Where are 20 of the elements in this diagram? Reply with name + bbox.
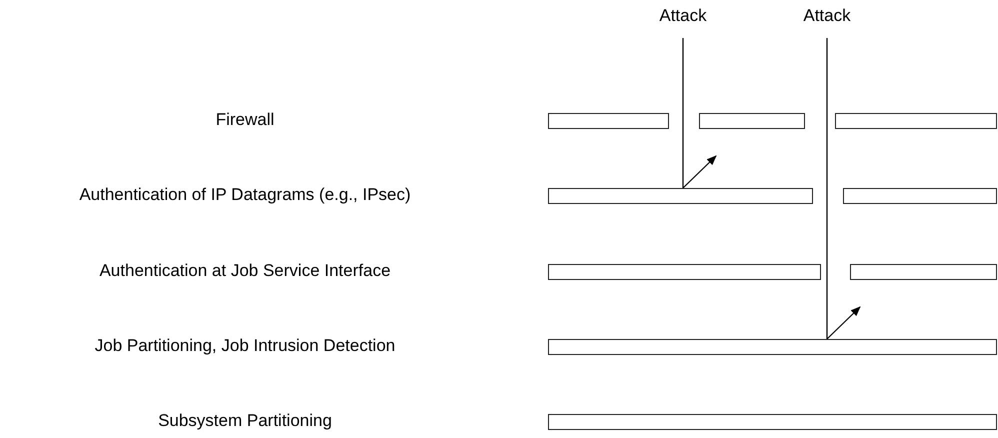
attack-label: Attack <box>803 6 851 26</box>
defense-layer-bar <box>548 264 821 280</box>
attack-path-line <box>826 38 828 339</box>
defense-layer-bar <box>548 188 813 204</box>
defense-layer-bar <box>850 264 997 280</box>
defense-layer-bar <box>548 414 997 430</box>
attack-label: Attack <box>659 6 707 26</box>
layer-label: Subsystem Partitioning <box>158 411 332 431</box>
defense-layer-bar <box>548 113 669 129</box>
layer-label: Job Partitioning, Job Intrusion Detection <box>94 336 396 356</box>
layer-label: Authentication at Job Service Interface <box>99 261 391 281</box>
defense-layer-bar <box>548 339 997 355</box>
deflection-arrow <box>682 155 717 188</box>
attack-path-line <box>682 38 684 188</box>
layer-label: Authentication of IP Datagrams (e.g., IPsec) <box>79 185 411 205</box>
defense-layer-bar <box>843 188 997 204</box>
defense-layer-bar <box>835 113 997 129</box>
defense-layer-bar <box>699 113 805 129</box>
deflection-arrow <box>826 306 861 340</box>
layer-label: Firewall <box>216 110 274 130</box>
